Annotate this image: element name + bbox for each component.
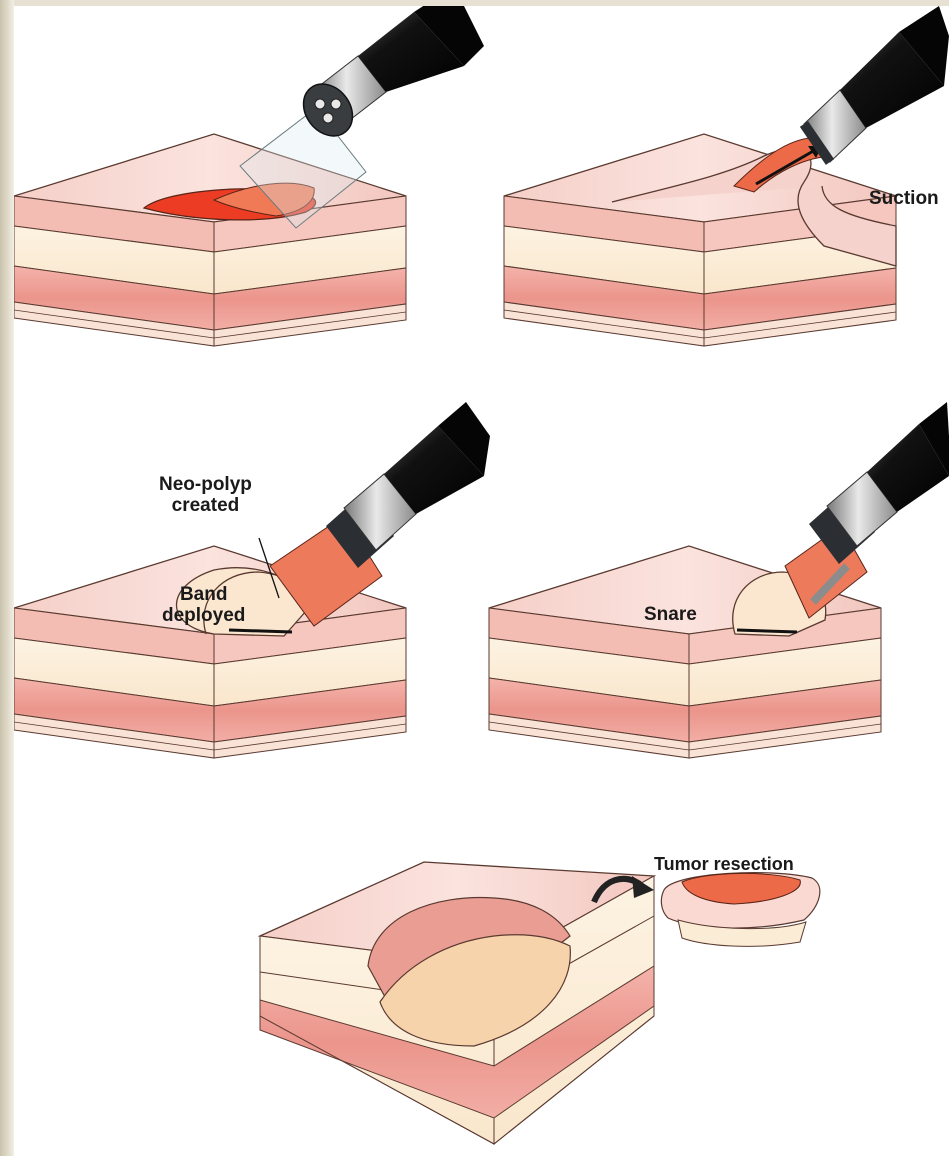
- panel-suction: [504, 6, 949, 346]
- panel-resection: [260, 862, 820, 1144]
- endoscope-1: [293, 6, 484, 146]
- endoscope-2: [804, 6, 949, 162]
- endoscope-4: [809, 402, 949, 564]
- label-band-deployed: Band deployed: [162, 584, 245, 626]
- label-tumor-resection: Tumor resection: [654, 854, 794, 875]
- label-snare: Snare: [644, 604, 697, 625]
- frame-left: [0, 0, 14, 1156]
- endoscope-3: [326, 402, 490, 568]
- label-neo-polyp: Neo-polyp created: [159, 474, 252, 516]
- illustration-canvas: Suction Neo-polyp created Band deployed …: [14, 6, 949, 1156]
- snare-loop: [737, 630, 797, 632]
- panel-lesion: [14, 6, 484, 346]
- label-suction: Suction: [869, 188, 939, 209]
- panel-band: [14, 402, 490, 758]
- band: [229, 630, 292, 632]
- endoscopic-resection-diagram: [14, 6, 949, 1156]
- panel-snare: [489, 402, 949, 758]
- resected-specimen: [661, 873, 819, 947]
